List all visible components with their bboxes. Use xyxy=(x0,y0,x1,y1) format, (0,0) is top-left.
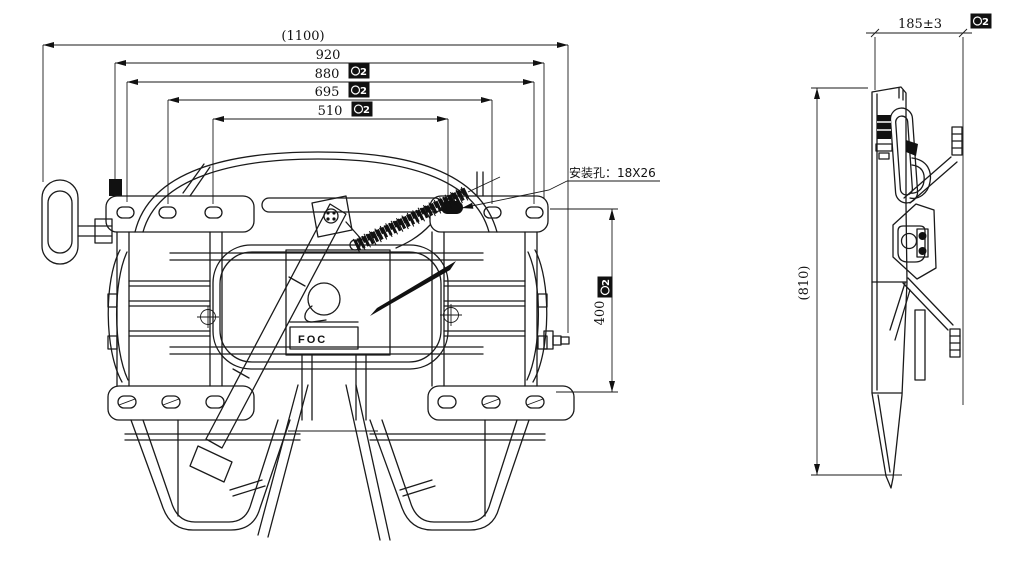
inspection-marker-icon: 2 xyxy=(597,276,613,298)
inspection-marker-icon: 2 xyxy=(351,101,373,117)
bottom-left-bracket xyxy=(107,385,255,421)
top-arch xyxy=(134,151,498,233)
side-bracket xyxy=(892,203,937,280)
svg-text:2: 2 xyxy=(601,279,612,286)
release-lever xyxy=(189,195,363,483)
inspection-marker-icon: 2 xyxy=(348,63,370,79)
lever-pivot xyxy=(311,195,363,241)
dim-510-label: 510 xyxy=(318,104,343,119)
leader-note-mounting-hole: 安装孔：18X26 xyxy=(461,165,660,209)
upper-strut xyxy=(903,126,963,204)
dim-920-label: 920 xyxy=(316,48,341,63)
dimension-185: 185±3 2 xyxy=(866,13,992,405)
svg-text:2: 2 xyxy=(360,67,367,78)
dim-400-label: 400 xyxy=(593,301,608,326)
mounting-hole xyxy=(441,201,463,214)
left-stirrup-frame xyxy=(130,419,291,531)
coil-spring xyxy=(349,176,501,253)
foc-label: FOC xyxy=(298,334,327,346)
hook-housing: FOC xyxy=(285,249,391,421)
dim-1100-label: (1100) xyxy=(281,29,324,44)
side-plate xyxy=(871,86,926,489)
clamp-side xyxy=(875,115,918,160)
dimension-510: 510 2 xyxy=(212,101,449,204)
center-legs xyxy=(257,384,391,541)
mounting-hole-label: 安装孔：18X26 xyxy=(569,165,656,180)
right-side-assembly xyxy=(431,231,548,387)
dimension-920: 920 xyxy=(114,48,545,198)
tie-rods xyxy=(124,430,546,441)
dimension-880: 880 2 xyxy=(126,63,535,204)
dimension-400: 400 2 xyxy=(550,208,618,393)
release-handle xyxy=(41,179,113,265)
center-mark-icon xyxy=(197,306,219,328)
dim-880-label: 880 xyxy=(315,67,340,82)
svg-text:2: 2 xyxy=(360,86,367,97)
central-frame xyxy=(169,244,484,370)
dim-185-label: 185±3 xyxy=(898,17,942,32)
top-left-bracket xyxy=(105,195,255,233)
front-view: (1100) 920 880 2 xyxy=(41,29,660,541)
left-side-assembly xyxy=(107,231,223,387)
right-stirrup-frame xyxy=(369,419,530,531)
svg-text:2: 2 xyxy=(982,17,989,28)
dim-695-label: 695 xyxy=(315,85,340,100)
inspection-marker-icon: 2 xyxy=(348,82,370,98)
svg-text:2: 2 xyxy=(363,105,370,116)
bottom-right-bracket xyxy=(427,385,575,421)
dimension-695: 695 2 xyxy=(167,82,493,204)
side-bolt xyxy=(543,330,570,350)
inspection-marker-icon: 2 xyxy=(970,13,992,29)
pull-rod xyxy=(370,261,456,316)
lower-strut xyxy=(889,277,961,358)
center-mark-icon xyxy=(440,304,462,326)
dim-810-label: (810) xyxy=(797,266,812,301)
side-view: 185±3 2 (810) xyxy=(797,13,992,489)
clamp-block xyxy=(109,179,122,196)
dimension-overall-width: (1100) xyxy=(42,29,569,333)
dimension-810: (810) xyxy=(797,87,902,476)
